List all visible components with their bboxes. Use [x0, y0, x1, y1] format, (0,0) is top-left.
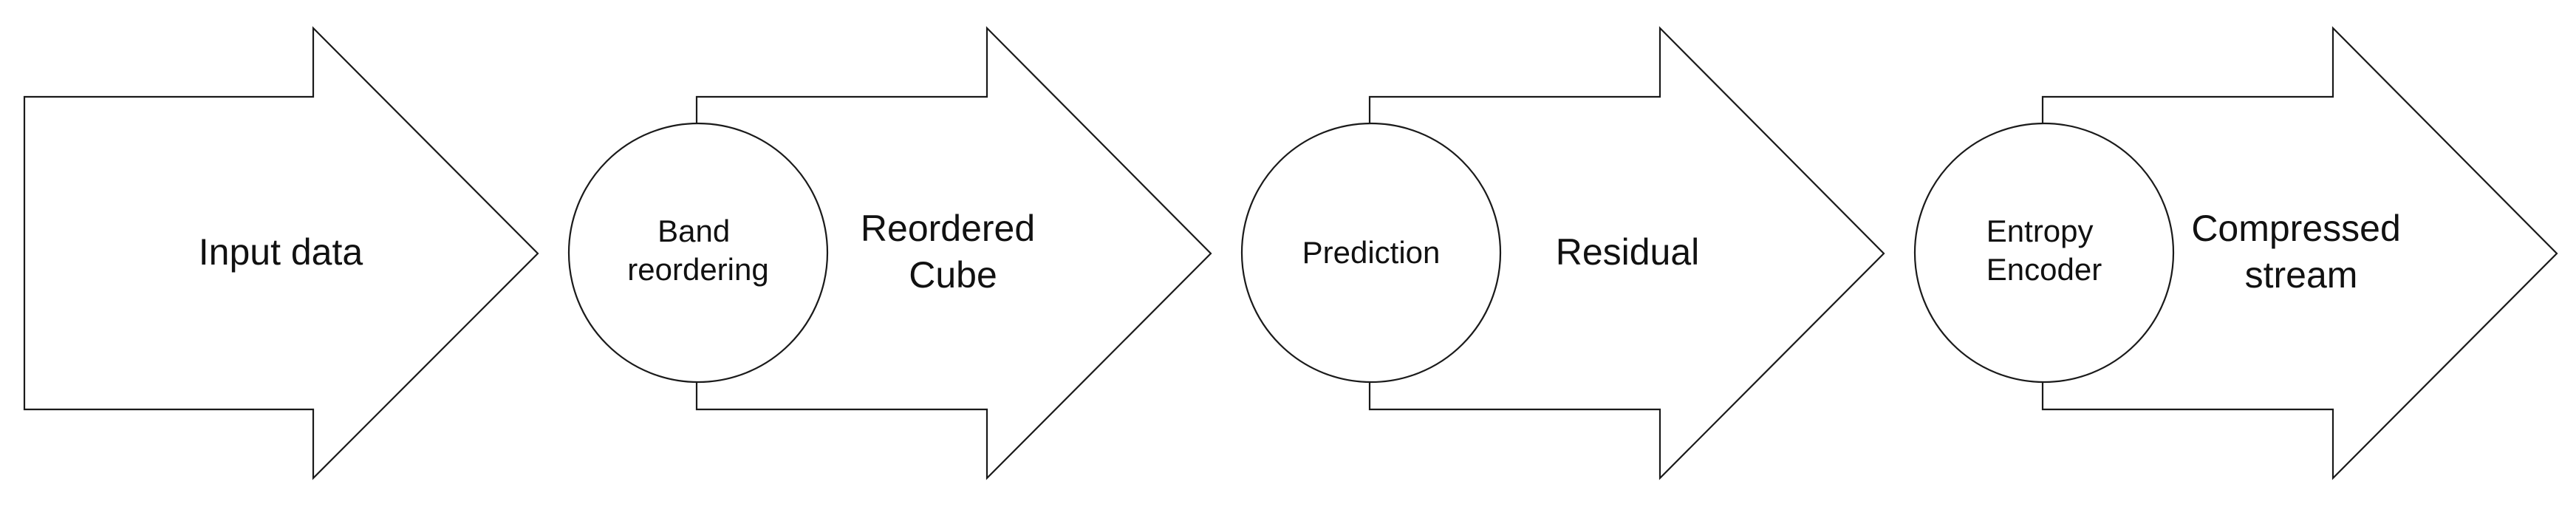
arrow-compressed-stream-label: Compressed stream — [2191, 208, 2411, 296]
process-entropy-encoder-label: Entropy Encoder — [1986, 214, 2102, 287]
process-entropy-encoder-circle — [1913, 122, 2175, 384]
process-band-reordering-label: Band reordering — [627, 214, 768, 287]
arrow-reordered-cube-shape — [695, 26, 1212, 480]
process-band-reordering-label-line-2: reordering — [627, 252, 768, 287]
arrow-compressed-stream: Compressed stream — [2041, 26, 2558, 480]
arrow-residual: Residual — [1368, 26, 1885, 480]
process-prediction: Prediction — [1240, 122, 1502, 384]
arrow-reordered-cube: Reordered Cube — [695, 26, 1212, 480]
arrow-input-data-shape — [23, 26, 539, 480]
process-band-reordering-label-line-1: Band — [657, 214, 730, 248]
arrow-reordered-cube-label-line-1: Reordered — [861, 208, 1035, 249]
arrow-input-data-label: Input data — [199, 231, 363, 273]
process-entropy-encoder-label-line-1: Entropy — [1986, 214, 2094, 248]
process-prediction-label: Prediction — [1302, 235, 1441, 270]
arrow-input-data: Input data — [23, 26, 539, 480]
process-band-reordering: Band reordering — [567, 122, 829, 384]
arrow-reordered-cube-label: Reordered Cube — [861, 208, 1045, 296]
arrow-residual-label-line-1: Residual — [1556, 231, 1700, 273]
process-entropy-encoder: Entropy Encoder — [1913, 122, 2175, 384]
arrow-residual-label: Residual — [1556, 231, 1700, 273]
arrow-compressed-stream-shape — [2041, 26, 2558, 480]
arrow-compressed-stream-label-line-1: Compressed — [2191, 208, 2400, 249]
process-band-reordering-circle — [567, 122, 829, 384]
arrow-reordered-cube-label-line-2: Cube — [909, 254, 997, 296]
arrow-input-data-label-line-1: Input data — [199, 231, 363, 273]
process-prediction-label-line-1: Prediction — [1302, 235, 1441, 270]
arrow-compressed-stream-label-line-2: stream — [2245, 254, 2358, 296]
arrow-residual-shape — [1368, 26, 1885, 480]
process-prediction-circle — [1240, 122, 1502, 384]
process-entropy-encoder-label-line-2: Encoder — [1986, 252, 2102, 287]
